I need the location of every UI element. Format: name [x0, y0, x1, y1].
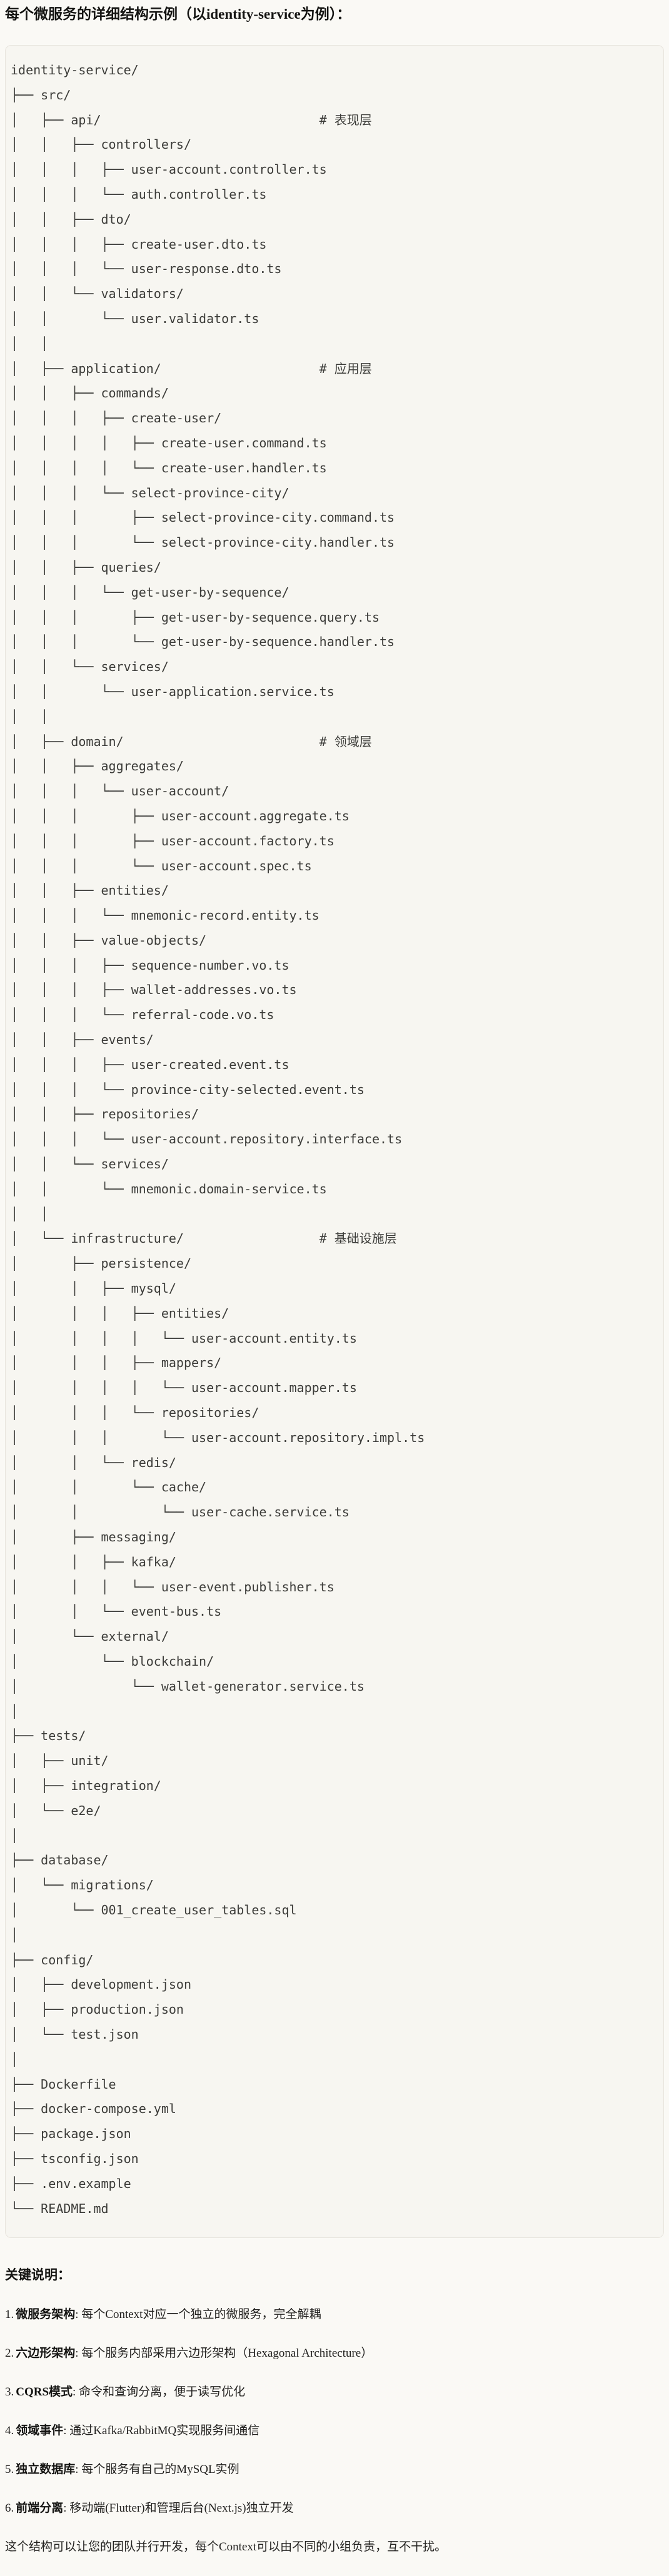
note-separator: :: [73, 2385, 79, 2399]
code-block: identity-service/ ├── src/ │ ├── api/ # …: [5, 45, 664, 2239]
note-term: 微服务架构: [16, 2308, 76, 2322]
note-number: 2.: [5, 2347, 14, 2360]
closing-paragraph: 这个结构可以让您的团队并行开发，每个Context可以由不同的小组负责，互不干扰…: [5, 2540, 447, 2554]
note-term: 领域事件: [16, 2424, 64, 2438]
note-number: 1.: [5, 2308, 14, 2322]
note-text: 每个Context对应一个独立的微服务，完全解耦: [81, 2308, 321, 2322]
note-term: 六边形架构: [16, 2347, 76, 2360]
note-term: CQRS模式: [16, 2385, 73, 2399]
directory-tree: identity-service/ ├── src/ │ ├── api/ # …: [11, 62, 425, 2216]
note-number: 3.: [5, 2385, 14, 2399]
note-item-5: 5.独立数据库: 每个服务有自己的MySQL实例: [5, 2460, 664, 2479]
note-text: 命令和查询分离，便于读写优化: [79, 2385, 246, 2399]
note-text: 移动端(Flutter)和管理后台(Next.js)独立开发: [69, 2502, 294, 2515]
note-number: 4.: [5, 2424, 14, 2438]
note-item-3: 3.CQRS模式: 命令和查询分离，便于读写优化: [5, 2383, 664, 2402]
note-item-6: 6.前端分离: 移动端(Flutter)和管理后台(Next.js)独立开发: [5, 2499, 664, 2518]
note-number: 6.: [5, 2502, 14, 2515]
note-term: 独立数据库: [16, 2463, 76, 2477]
note-separator: :: [75, 2463, 82, 2477]
note-item-2: 2.六边形架构: 每个服务内部采用六边形架构（Hexagonal Archite…: [5, 2344, 664, 2363]
note-text: 通过Kafka/RabbitMQ实现服务间通信: [69, 2424, 260, 2438]
note-separator: :: [63, 2502, 70, 2515]
page-title: 每个微服务的详细结构示例（以identity-service为例）：: [5, 6, 351, 22]
note-separator: :: [75, 2308, 82, 2322]
note-separator: :: [63, 2424, 70, 2438]
note-text: 每个服务有自己的MySQL实例: [81, 2463, 239, 2477]
note-item-1: 1.微服务架构: 每个Context对应一个独立的微服务，完全解耦: [5, 2305, 664, 2324]
note-text: 每个服务内部采用六边形架构（Hexagonal Architecture）: [81, 2347, 373, 2360]
note-item-4: 4.领域事件: 通过Kafka/RabbitMQ实现服务间通信: [5, 2422, 664, 2440]
note-separator: :: [75, 2347, 82, 2360]
note-number: 5.: [5, 2463, 14, 2477]
note-term: 前端分离: [16, 2502, 64, 2515]
document: 每个微服务的详细结构示例（以identity-service为例）： ident…: [0, 4, 669, 2557]
notes-heading: 关键说明：: [5, 2267, 71, 2283]
